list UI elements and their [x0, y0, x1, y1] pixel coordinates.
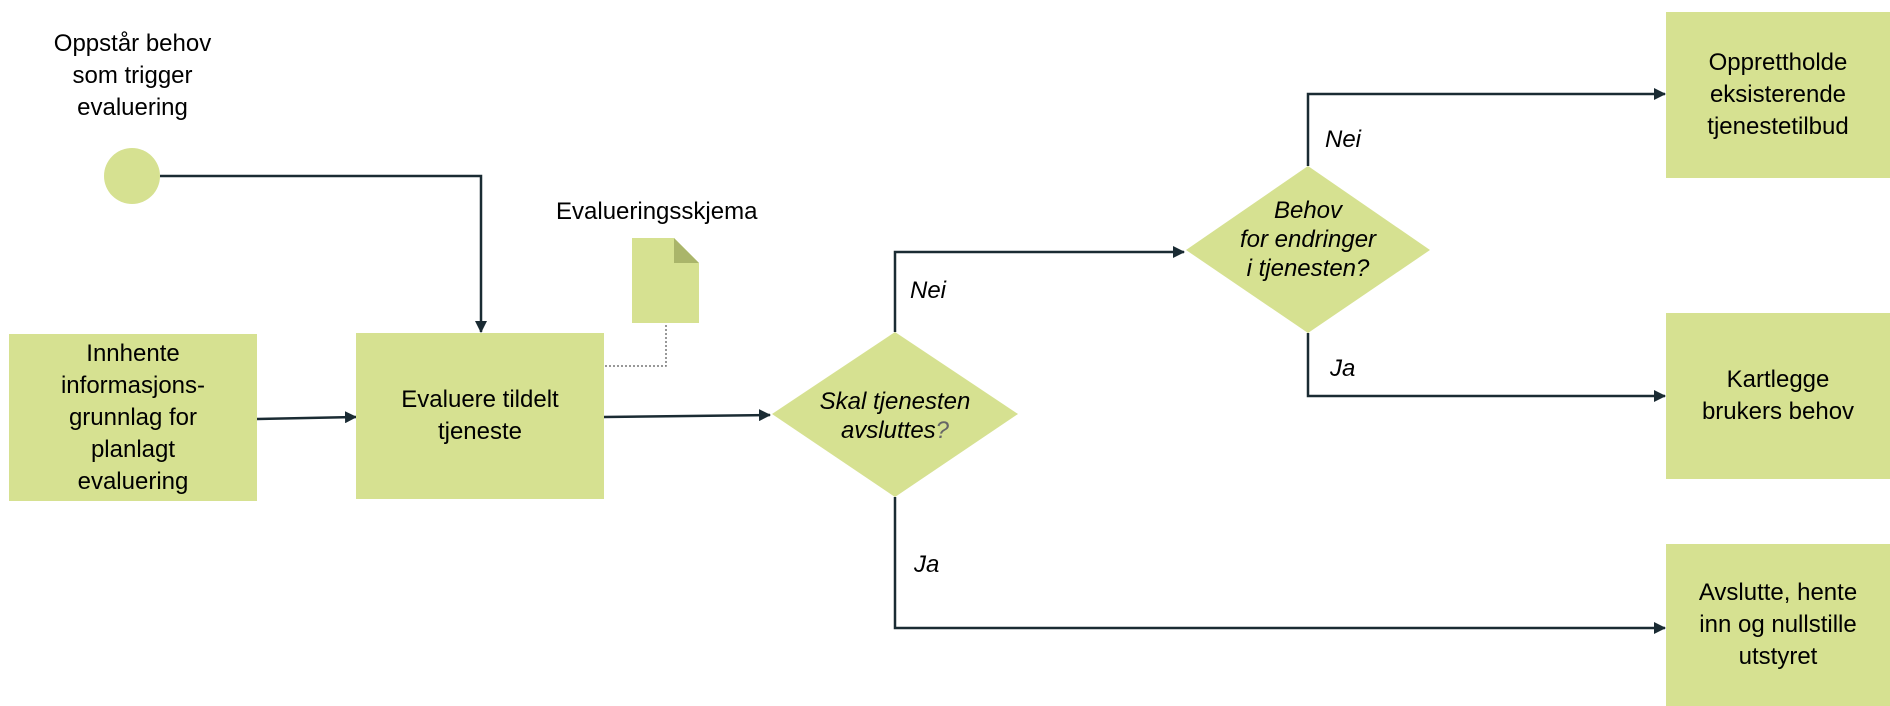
start-event-label: Oppstår behov som trigger evaluering: [25, 28, 240, 124]
decision-avsluttes-text: Skal tjenesten avsluttes?: [780, 387, 1010, 445]
box-text-line: evaluering: [77, 467, 189, 495]
start-event: [104, 148, 160, 204]
decision-text-line: for endringer: [1239, 226, 1377, 253]
start-label-line: Oppstår behov: [53, 30, 212, 57]
decision-text-line: avsluttes: [840, 417, 936, 444]
decision-endringer-text: Behov for endringer i tjenesten?: [1200, 196, 1416, 283]
box-text-line: Kartlegge: [1726, 366, 1830, 393]
edge-evaluere-to-decision: [603, 409, 771, 422]
end-kartlegge-brukers-behov: Kartlegge brukers behov: [1666, 313, 1890, 479]
edge-label-ja-avsluttes: Ja: [914, 551, 940, 578]
box-text-line: Avslutte, hente: [1698, 579, 1858, 606]
box-text-line: utstyret: [1738, 643, 1818, 670]
edge-nei-to-endringer: [893, 246, 1185, 332]
edge-label-nei-avsluttes: Nei: [910, 277, 947, 304]
end-opprettholde-tjenestetilbud: Opprettholde eksisterende tjenestetilbud: [1666, 12, 1890, 178]
document-label: Evalueringsskjema: [556, 198, 758, 225]
edge-label-ja-endringer: Ja: [1330, 355, 1356, 382]
edge-label-nei-endringer: Nei: [1325, 126, 1362, 153]
decision-text-line: Skal tjenesten: [819, 388, 971, 415]
box-text-line: Innhente: [86, 339, 180, 367]
decision-text-line: Behov: [1273, 197, 1343, 224]
box-text-line: tjeneste: [437, 418, 523, 445]
box-text-line: brukers behov: [1701, 398, 1855, 425]
document-association: [605, 325, 667, 367]
document-fold: [674, 238, 699, 263]
box-text-line: informasjons-: [60, 371, 206, 399]
decision-avsluttes-shape: [772, 332, 1018, 497]
box-text-line: Opprettholde: [1708, 49, 1848, 76]
box-text-line: Evaluere tildelt: [401, 386, 559, 413]
question-mark: ?: [935, 417, 950, 444]
document-icon: [632, 238, 699, 323]
task-innhente-informasjonsgrunnlag: Innhente informasjons- grunnlag for plan…: [9, 334, 257, 501]
box-text-line: grunnlag for: [68, 403, 198, 431]
decision-endringer-shape: [1186, 166, 1430, 333]
edge-ja-to-kartlegge: [1306, 333, 1666, 402]
edge-ja-to-avslutte: [893, 497, 1666, 634]
start-label-line: evaluering: [77, 94, 188, 121]
edge-innhente-to-evaluere: [256, 411, 357, 424]
start-label-line: som trigger: [72, 62, 193, 89]
edge-start-to-evaluere: [160, 174, 487, 333]
decision-text-line: i tjenesten?: [1246, 255, 1370, 282]
edge-nei-to-opprettholde: [1306, 88, 1666, 166]
box-text-line: eksisterende: [1709, 81, 1847, 108]
task-evaluere-tildelt-tjeneste: Evaluere tildelt tjeneste: [356, 333, 604, 499]
end-avslutte-hente-inn-utstyr: Avslutte, hente inn og nullstille utstyr…: [1666, 544, 1890, 706]
box-text-line: tjenestetilbud: [1707, 113, 1849, 140]
box-text-line: planlagt: [90, 435, 176, 463]
box-text-line: inn og nullstille: [1699, 611, 1857, 638]
